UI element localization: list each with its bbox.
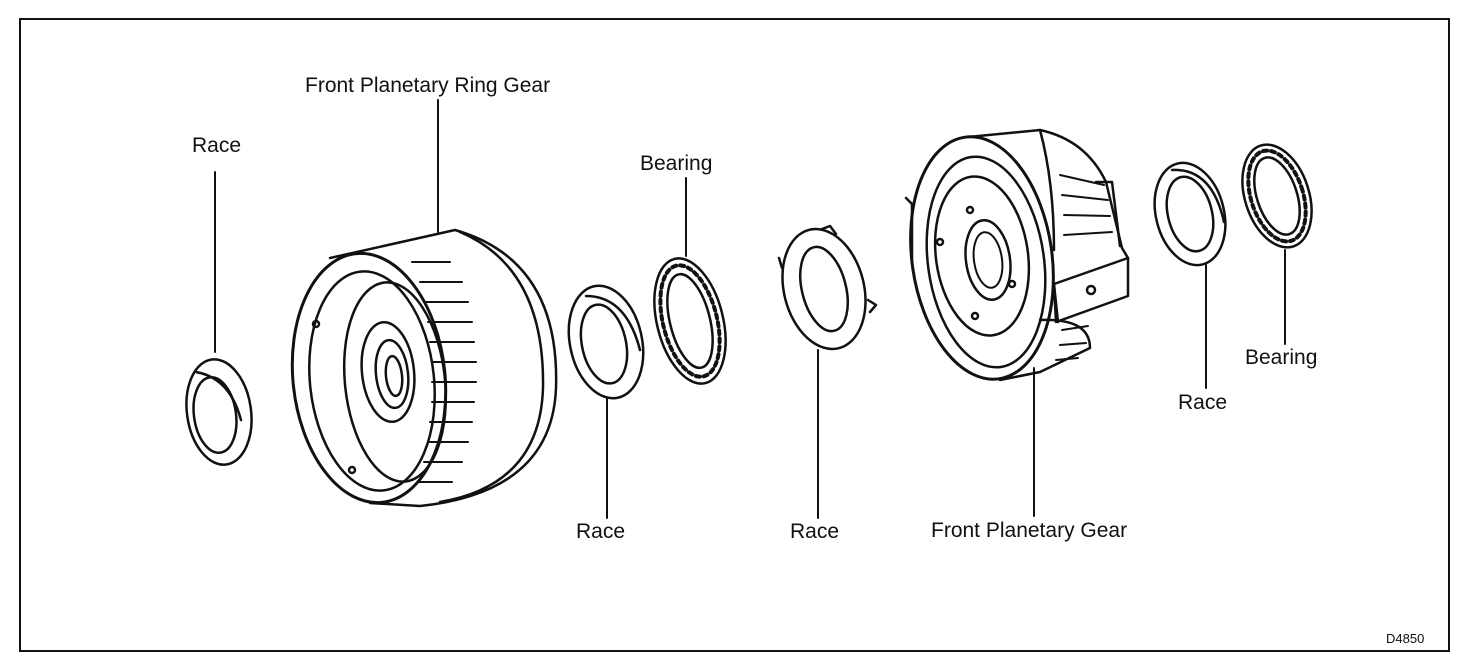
diagram-border: [19, 18, 1450, 652]
label-front-planetary-ring-gear: Front Planetary Ring Gear: [305, 74, 551, 97]
label-race-right: Race: [1178, 391, 1228, 414]
label-race-center-left: Race: [576, 520, 626, 543]
label-bearing-right: Bearing: [1245, 346, 1318, 369]
figure-code: D4850: [1386, 631, 1425, 646]
race-left: [185, 358, 253, 466]
front-planetary-gear: [904, 128, 1130, 382]
race-center: [777, 224, 878, 351]
leader-lines: [214, 99, 1286, 519]
race-right: [1153, 161, 1227, 267]
bearing-center: [653, 257, 727, 385]
front-planetary-ring-gear: [290, 228, 558, 508]
label-race-left: Race: [192, 134, 242, 157]
label-bearing-center: Bearing: [640, 152, 713, 175]
bearing-right: [1241, 143, 1313, 249]
label-race-center: Race: [790, 520, 840, 543]
race-center-left: [567, 284, 645, 400]
label-front-planetary-gear: Front Planetary Gear: [931, 519, 1128, 542]
